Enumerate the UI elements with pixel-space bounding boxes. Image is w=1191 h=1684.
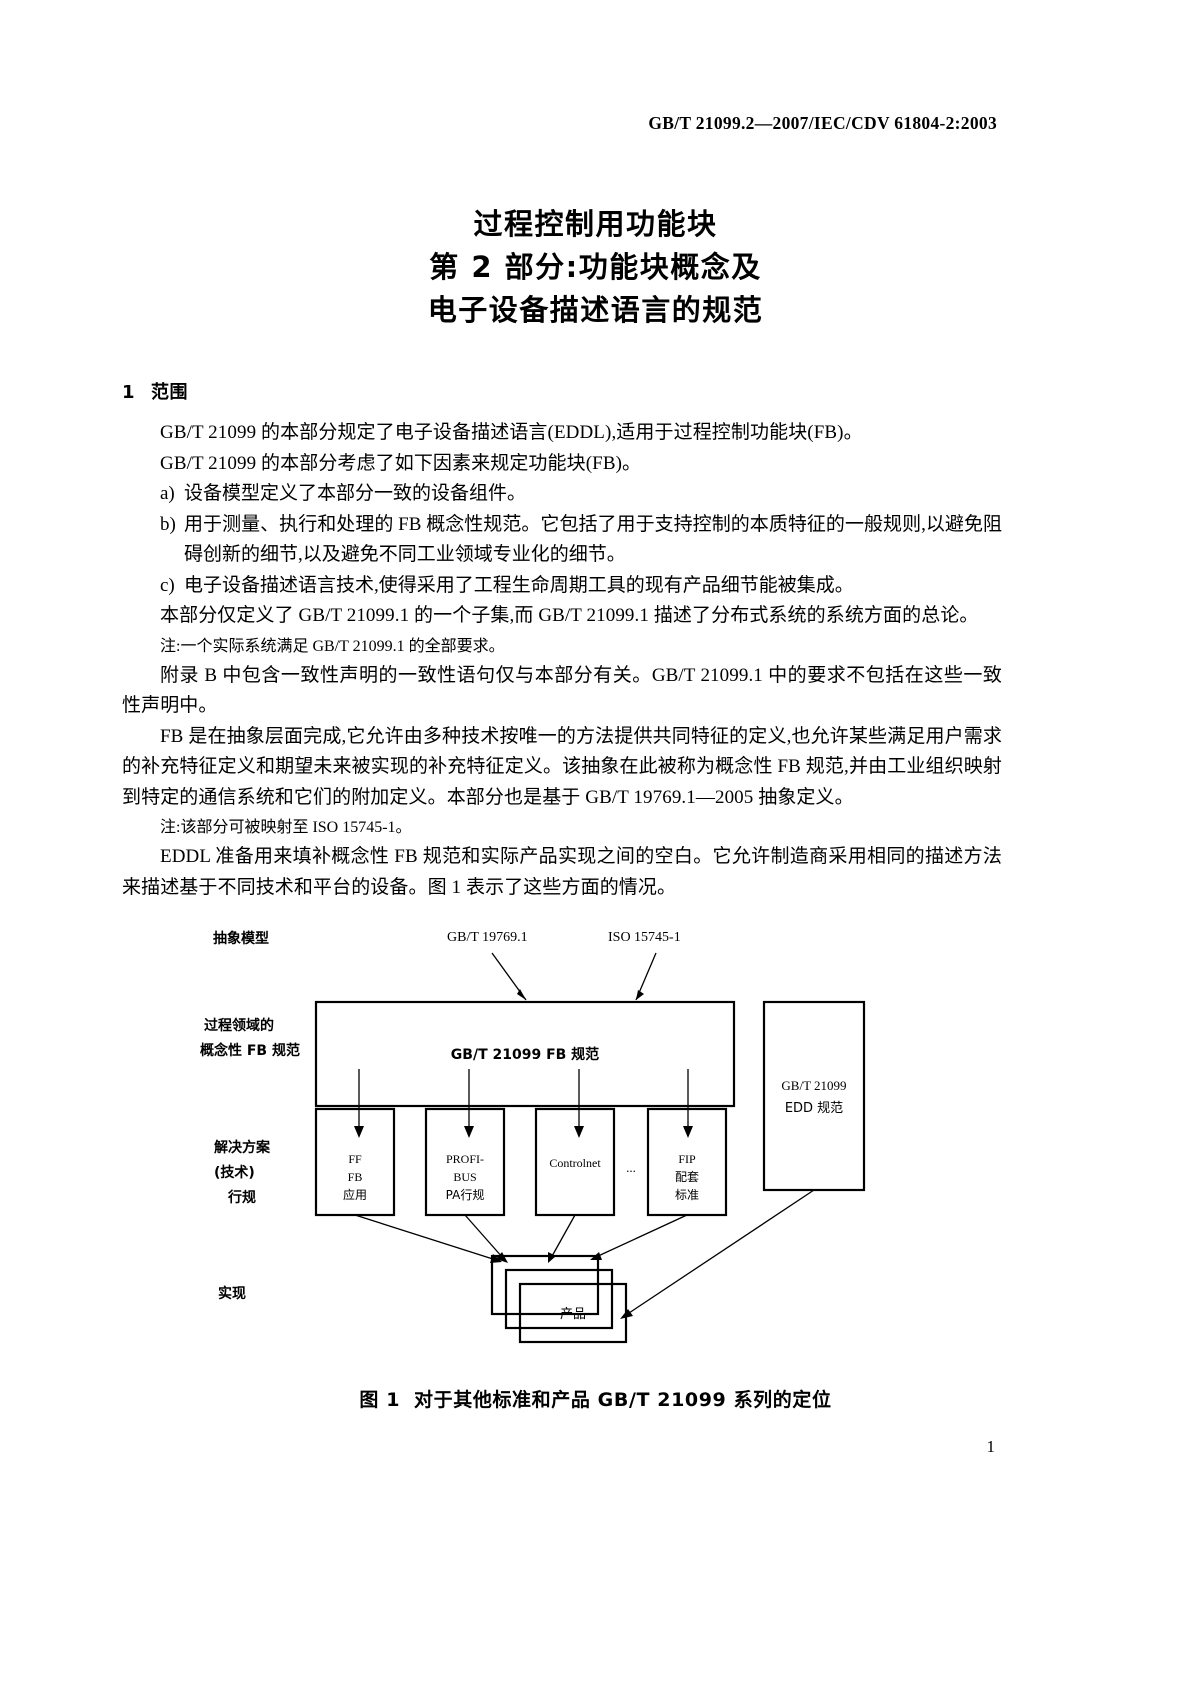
figure-arrow-to-profile-1 [353,1069,364,1138]
document-title-line-2: 第 2 部分:功能块概念及 [429,250,762,284]
figure-box-profile-fip-line3: 标准 [674,1188,698,1202]
figure-callout-left-arrow [490,952,527,1001]
list-item-text: 电子设备描述语言技术,使得采用了工程生命周期工具的现有产品细节能被集成。 [184,574,854,596]
figure-caption-number: 图 1 [359,1389,401,1411]
figure-box-fb-spec-label: GB/T 21099 FB 规范 [450,1046,598,1063]
figure-box-edd-spec-line2: EDD 规范 [784,1101,842,1116]
figure-arrow-ff-to-product [354,1214,502,1263]
note-1: 注:一个实际系统满足 GB/T 21099.1 的全部要求。 [160,637,505,655]
figure-box-profile-profibus-line1: PROFI- [445,1152,483,1166]
paragraph-scope-5: FB 是在抽象层面完成,它允许由多种技术按唯一的方法提供共同特征的定义,也允许某… [122,725,1002,808]
paragraph-scope-1: GB/T 21099 的本部分规定了电子设备描述语言(EDDL),适用于过程控制… [160,422,863,443]
list-item-text: 用于测量、执行和处理的 FB 概念性规范。它包括了用于支持控制的本质特征的一般规… [184,513,1002,566]
figure-callout-left-label: GB/T 19769.1 [447,930,528,945]
figure-1-caption: 图 1 对于其他标准和产品 GB/T 21099 系列的定位 [0,1385,1191,1412]
figure-box-profile-profibus-line2: BUS [453,1170,476,1184]
list-item-marker: a) [160,483,175,504]
section-title: 范围 [151,382,189,403]
figure-row-label-solution-line3: 行规 [227,1189,256,1206]
list-item-marker: b) [160,513,176,535]
figure-row-label-solution-line2: (技术) [214,1164,255,1181]
section-heading-scope: 1 范围 [122,378,1002,404]
figure-box-product-front [518,1282,627,1344]
figure-callout-right-arrow [634,952,657,1001]
figure-box-profile-controlnet-line1: Controlnet [549,1156,601,1170]
figure-arrow-fip-to-product [589,1214,687,1260]
figure-box-product-middle [504,1268,613,1330]
list-item: b) 用于测量、执行和处理的 FB 概念性规范。它包括了用于支持控制的本质特征的… [122,510,1002,571]
figure-profile-ellipsis: ... [626,1160,636,1175]
figure-row-label-process-domain-line2: 概念性 FB 规范 [200,1042,300,1059]
document-title-line-3: 电子设备描述语言的规范 [427,293,764,327]
note-2: 注:该部分可被映射至 ISO 15745-1。 [160,819,412,836]
list-item-marker: c) [160,574,175,596]
figure-arrow-to-profile-4 [682,1069,693,1138]
figure-row-label-solution-line1: 解决方案 [214,1139,271,1156]
figure-box-profile-ff-line1: FF [348,1152,362,1166]
paragraph-scope-2: GB/T 21099 的本部分考虑了如下因素来规定功能块(FB)。 [160,452,642,474]
figure-1-diagram: 抽象模型 过程领域的 概念性 FB 规范 解决方案 (技术) 行规 实现 GB/… [200,930,865,1344]
running-header-standard-ref: GB/T 21099.2—2007/IEC/CDV 61804-2:2003 [648,113,997,133]
list-item: c) 电子设备描述语言技术,使得采用了工程生命周期工具的现有产品细节能被集成。 [122,571,1002,602]
paragraph-scope-3: 本部分仅定义了 GB/T 21099.1 的一个子集,而 GB/T 21099.… [160,605,979,626]
figure-box-profile-fip-line1: FIP [678,1152,696,1166]
document-body: 1 范围 GB/T 21099 的本部分规定了电子设备描述语言(EDDL),适用于… [122,378,1002,903]
page-number: 1 [986,1437,996,1456]
document-title: 过程控制用功能块 第 2 部分:功能块概念及 电子设备描述语言的规范 [0,203,1191,332]
list-item: a) 设备模型定义了本部分一致的设备组件。 [122,479,1002,510]
section-number: 1 [122,382,136,403]
figure-box-profile-ff-line3: 应用 [342,1187,366,1202]
figure-box-edd-spec [762,1000,865,1192]
paragraph-scope-6: EDDL 准备用来填补概念性 FB 规范和实际产品实现之间的空白。它允许制造商采… [122,846,1002,898]
figure-box-fb-spec [314,1000,735,1108]
figure-arrow-controlnet-to-product [547,1214,576,1263]
figure-callout-right-label: ISO 15745-1 [608,930,681,945]
figure-arrow-to-profile-3 [573,1069,584,1138]
figure-box-edd-spec-line1: GB/T 21099 [781,1078,846,1093]
figure-arrow-profibus-to-product [464,1214,508,1263]
figure-row-label-implementation: 实现 [218,1285,246,1302]
figure-box-product-label: 产品 [559,1307,585,1322]
figure-box-profile-fip-line2: 配套 [674,1170,698,1184]
figure-box-profile-profibus-line3: PA行规 [445,1187,484,1202]
list-item-text: 设备模型定义了本部分一致的设备组件。 [184,483,527,504]
figure-row-label-process-domain-line1: 过程领域的 [204,1017,274,1034]
figure-caption-text: 对于其他标准和产品 GB/T 21099 系列的定位 [414,1389,832,1411]
document-title-line-1: 过程控制用功能块 [473,207,718,241]
figure-1: 抽象模型 过程领域的 概念性 FB 规范 解决方案 (技术) 行规 实现 GB/… [0,920,1191,1440]
figure-row-label-abstract-model: 抽象模型 [213,930,269,947]
figure-box-profile-ff-line2: FB [347,1170,362,1184]
paragraph-scope-4: 附录 B 中包含一致性声明的一致性语句仅与本部分有关。GB/T 21099.1 … [122,664,1002,717]
figure-arrow-to-profile-2 [463,1069,474,1138]
